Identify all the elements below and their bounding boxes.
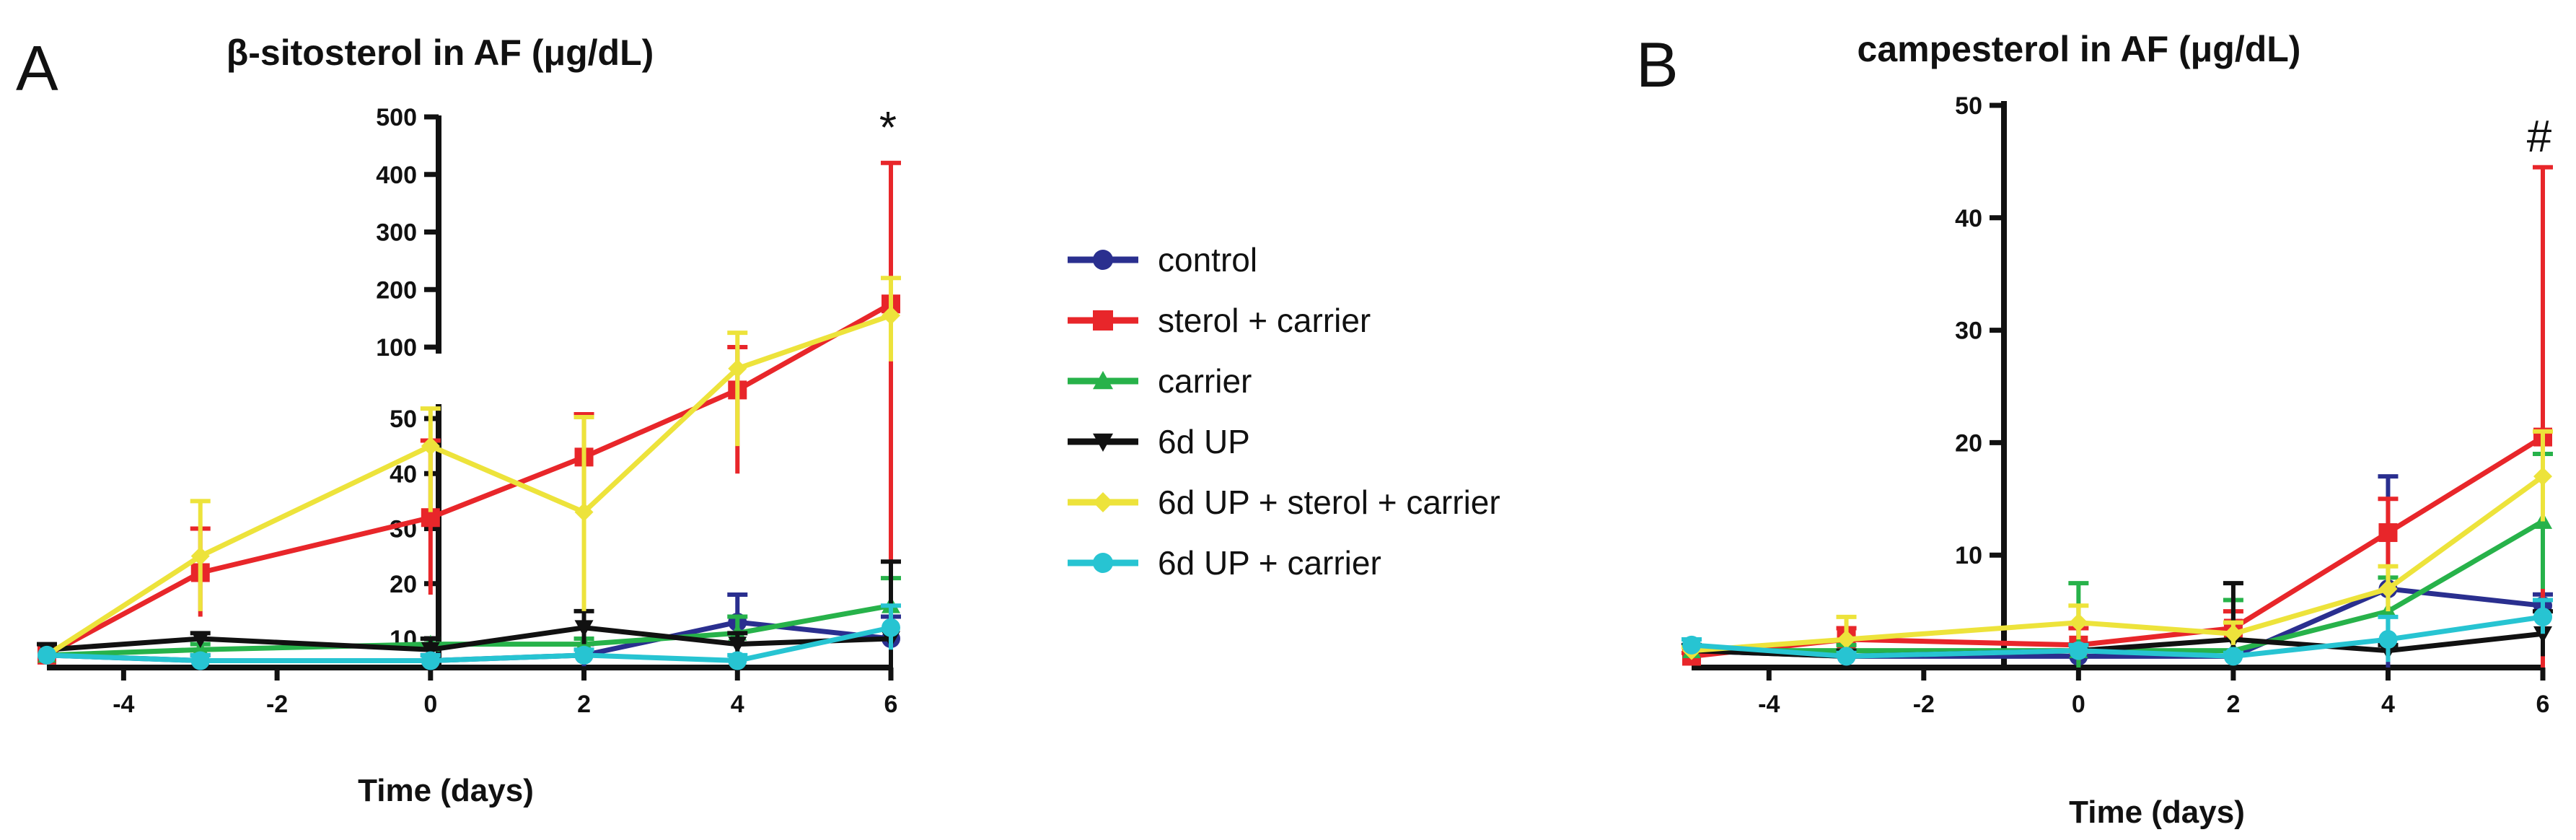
- legend-marker-sterol-carrier: [1093, 310, 1113, 331]
- x-tick-label-a: 2: [577, 691, 591, 718]
- y-tick-label-a: 100: [376, 334, 417, 362]
- y-tick-label-b: 20: [1955, 429, 1982, 457]
- x-tick-label-a: 6: [884, 691, 898, 718]
- x-tick-label-b: 2: [2226, 691, 2240, 718]
- series-line-carrier-a: [46, 603, 892, 658]
- x-tick-label-b: -4: [1758, 691, 1780, 718]
- series-line-6d-up-a: [46, 625, 892, 652]
- legend-label-6d-up-sterol-carrier: 6d UP + sterol + carrier: [1158, 484, 1500, 521]
- data-point-6d-up-sterol-carrier-a: [574, 502, 594, 522]
- data-point-sterol-carrier-b: [2378, 523, 2398, 543]
- legend-marker-carrier: [1093, 371, 1113, 390]
- data-point-6d-up-b: [2533, 626, 2552, 644]
- y-tick-label-a: 300: [376, 219, 417, 247]
- data-point-6d-up-carrier-a: [882, 618, 900, 637]
- y-tick-label-a: 20: [390, 571, 417, 598]
- y-tick-label-a: 200: [376, 276, 417, 304]
- data-point-6d-up-sterol-carrier-b: [2378, 579, 2398, 598]
- panel-letter-a: A: [16, 32, 58, 104]
- y-tick-label-b: 50: [1955, 92, 1982, 120]
- plot-area-b: -4 -2 0 2 4 6 10 20 30 40 50: [1682, 92, 2553, 718]
- legend-label-control: control: [1158, 241, 1257, 279]
- data-point-6d-up-sterol-carrier-b: [2069, 613, 2088, 632]
- data-point-6d-up-sterol-carrier-a: [882, 306, 900, 325]
- y-tick-label-b: 40: [1955, 205, 1982, 232]
- data-point-6d-up-sterol-carrier-a: [421, 437, 440, 456]
- data-point-6d-up-sterol-carrier-b: [1837, 630, 1856, 649]
- series-line-carrier-b: [1692, 519, 2544, 654]
- legend: control sterol + carrier carrier 6d UP 6d UP…: [1068, 241, 1500, 582]
- panel-letter-b: B: [1636, 29, 1679, 100]
- data-point-6d-up-carrier-b: [1682, 635, 1701, 655]
- data-point-6d-up-carrier-b: [1837, 647, 1856, 666]
- data-point-6d-up-sterol-carrier-b: [2533, 467, 2552, 486]
- y-tick-label-b: 30: [1955, 318, 1982, 345]
- data-point-6d-up-sterol-carrier-a: [190, 546, 210, 566]
- legend-label-6d-up-carrier: 6d UP + carrier: [1158, 544, 1381, 582]
- data-point-6d-up-carrier-a: [421, 651, 440, 670]
- legend-marker-6d-up-carrier: [1093, 553, 1113, 573]
- data-point-6d-up-a: [421, 642, 440, 660]
- data-point-6d-up-carrier-a: [574, 645, 594, 665]
- y-tick-label-a: 50: [390, 406, 417, 433]
- series-line-sterol-carrier-a: [45, 302, 892, 657]
- data-point-6d-up-carrier-b: [2378, 630, 2398, 649]
- data-point-6d-up-carrier-b: [2223, 647, 2243, 666]
- data-point-6d-up-carrier-b: [2533, 607, 2552, 626]
- data-point-6d-up-a: [728, 636, 747, 654]
- data-point-6d-up-sterol-carrier-a: [728, 359, 747, 378]
- chart-title-a: β-sitosterol in AF (μg/dL): [227, 32, 654, 73]
- annotation-a: *: [879, 103, 897, 153]
- x-axis-title-a: Time (days): [358, 773, 534, 808]
- x-tick-label-b: 6: [2536, 691, 2550, 718]
- legend-marker-6d-up-sterol-carrier: [1093, 492, 1113, 512]
- legend-label-carrier: carrier: [1158, 362, 1252, 400]
- annotation-b: #: [2527, 112, 2552, 162]
- data-point-6d-up-carrier-b: [2069, 641, 2088, 660]
- data-point-6d-up-carrier-a: [190, 651, 210, 670]
- data-point-6d-up-carrier-a: [38, 645, 56, 665]
- x-axis-title-b: Time (days): [2069, 795, 2245, 830]
- chart-title-b: campesterol in AF (μg/dL): [1858, 29, 2301, 69]
- x-tick-label-a: 4: [731, 691, 744, 718]
- y-tick-label-a: 400: [376, 162, 417, 189]
- x-tick-label-b: 0: [2072, 691, 2085, 718]
- data-point-6d-up-a: [190, 631, 210, 648]
- x-tick-label-a: 0: [423, 691, 437, 718]
- x-tick-label-a: -2: [266, 691, 288, 718]
- series-line-6d-up-carrier-b: [1691, 614, 2544, 659]
- legend-marker-6d-up: [1093, 433, 1113, 452]
- data-point-6d-up-a: [574, 620, 594, 637]
- legend-label-6d-up: 6d UP: [1158, 423, 1250, 460]
- series-line-6d-up-carrier-a: [46, 625, 892, 663]
- series-line-6d-up-sterol-carrier-a: [45, 312, 892, 657]
- series-line-6d-up-sterol-carrier-b: [1691, 474, 2545, 654]
- x-tick-label-a: -4: [113, 691, 134, 718]
- legend-marker-control: [1093, 250, 1113, 270]
- y-tick-label-a: 500: [376, 104, 417, 131]
- data-point-6d-up-sterol-carrier-b: [2223, 624, 2243, 644]
- legend-label-sterol-carrier: sterol + carrier: [1158, 302, 1371, 339]
- y-tick-label-b: 10: [1955, 542, 1982, 569]
- x-tick-label-b: 4: [2381, 691, 2395, 718]
- x-tick-label-b: -2: [1913, 691, 1935, 718]
- data-point-6d-up-carrier-a: [728, 651, 747, 670]
